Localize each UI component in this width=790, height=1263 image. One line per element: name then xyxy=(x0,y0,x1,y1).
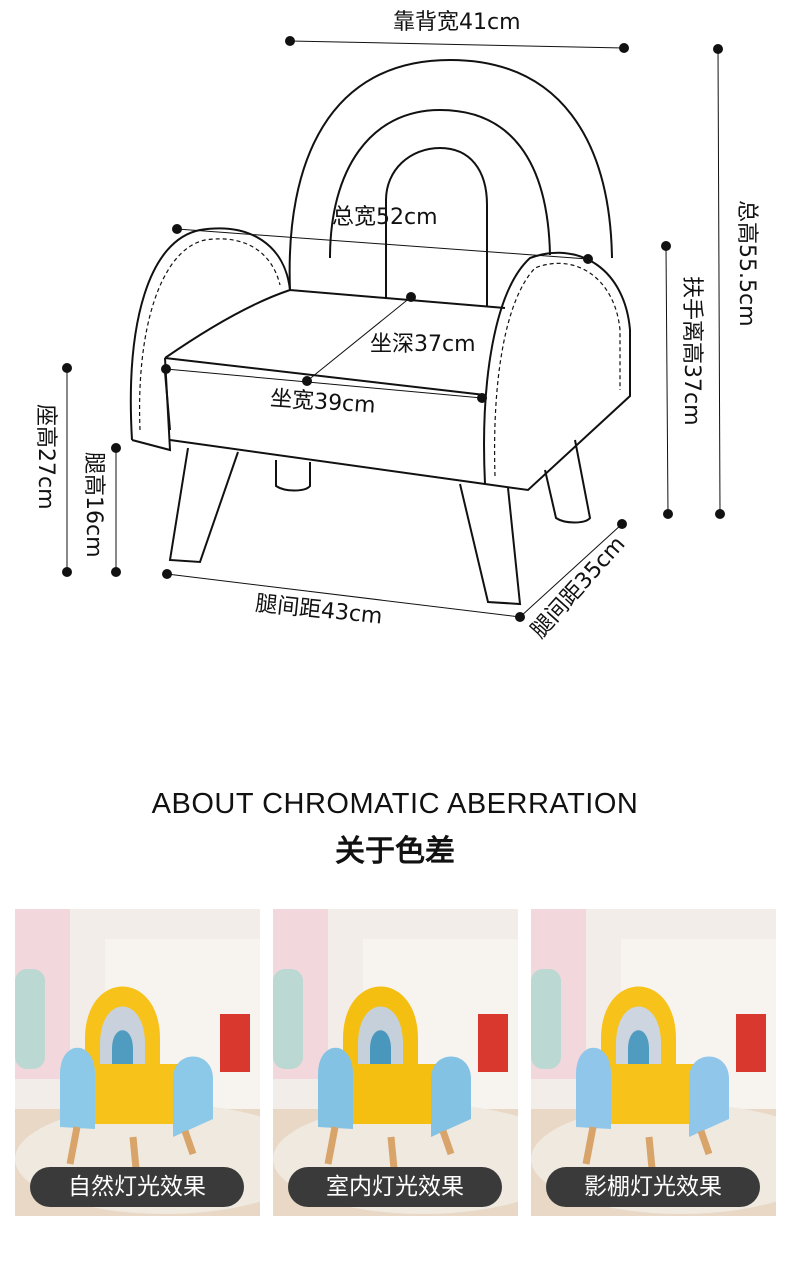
total-height-label: 总高55.5cm xyxy=(734,200,759,327)
backrest-width-label: 靠背宽41cm xyxy=(393,10,521,35)
chair-photo xyxy=(15,909,260,1216)
armrest-height-label: 扶手离高37cm xyxy=(679,276,704,426)
section-title-zh: 关于色差 xyxy=(335,834,455,869)
photo-caption: 室内灯光效果 xyxy=(288,1167,502,1207)
photo-natural-light: 自然灯光效果 xyxy=(15,909,260,1216)
photo-studio-light: 影棚灯光效果 xyxy=(531,909,776,1216)
seat-depth-label: 坐深37cm xyxy=(370,332,476,357)
chair-dimension-diagram: 靠背宽41cm 总宽52cm 坐深37cm 坐宽39cm 座高27cm 腿高16… xyxy=(33,10,759,644)
total-width-label: 总宽52cm xyxy=(332,205,438,230)
photo-caption: 自然灯光效果 xyxy=(30,1167,244,1207)
photo-indoor-light: 室内灯光效果 xyxy=(273,909,518,1216)
chair-photo xyxy=(531,909,776,1216)
seat-height-label: 座高27cm xyxy=(33,404,58,510)
leg-height-label: 腿高16cm xyxy=(81,452,106,558)
chair-photo xyxy=(273,909,518,1216)
chair-line-drawing xyxy=(62,36,725,622)
section-title-en: ABOUT CHROMATIC ABERRATION xyxy=(151,788,639,820)
photo-caption: 影棚灯光效果 xyxy=(546,1167,760,1207)
